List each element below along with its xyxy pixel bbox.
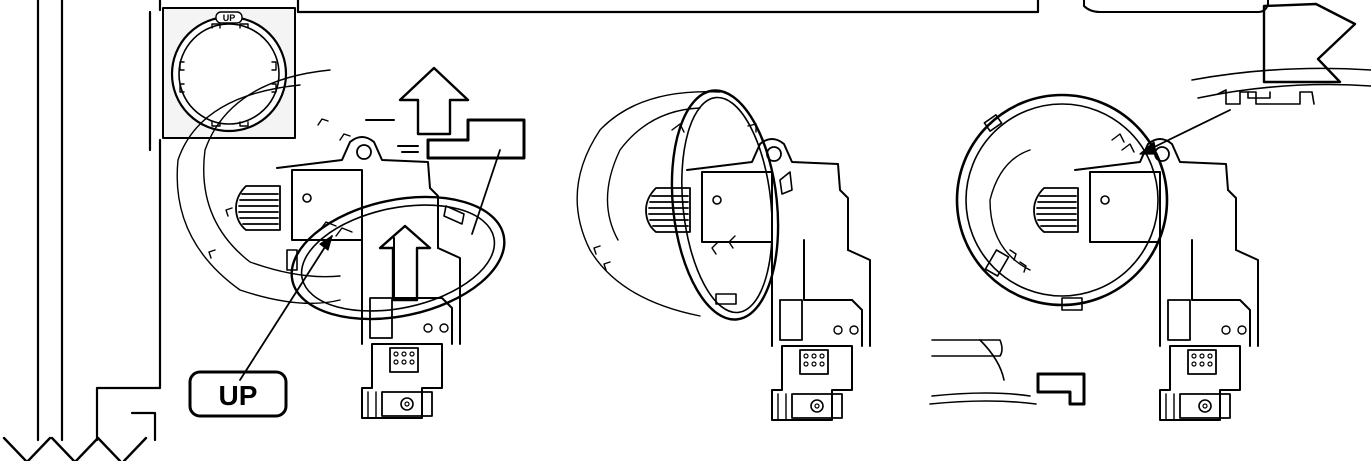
step-3-seat-ring	[929, 93, 1259, 421]
flow-lines-left	[36, 0, 1040, 442]
up-callout-box	[188, 370, 288, 418]
diagonal-arrow-icon	[1262, 2, 1357, 84]
inset-up-label: UP	[223, 13, 236, 23]
up-arrow-icon	[378, 224, 432, 302]
clip-detail	[1191, 67, 1371, 105]
up-leader-line	[239, 235, 333, 381]
seated-bracket	[929, 339, 1086, 406]
lift-arrow-icon	[398, 66, 470, 136]
step-2-tilt-ring	[576, 89, 871, 421]
inset-box: UP	[162, 7, 296, 139]
callout-up-label: UP	[219, 380, 258, 411]
top-plate	[1083, 0, 1269, 13]
step-1-rotate-up: UP	[176, 66, 526, 419]
down-arrows	[2, 436, 148, 461]
step-bracket	[365, 118, 526, 160]
